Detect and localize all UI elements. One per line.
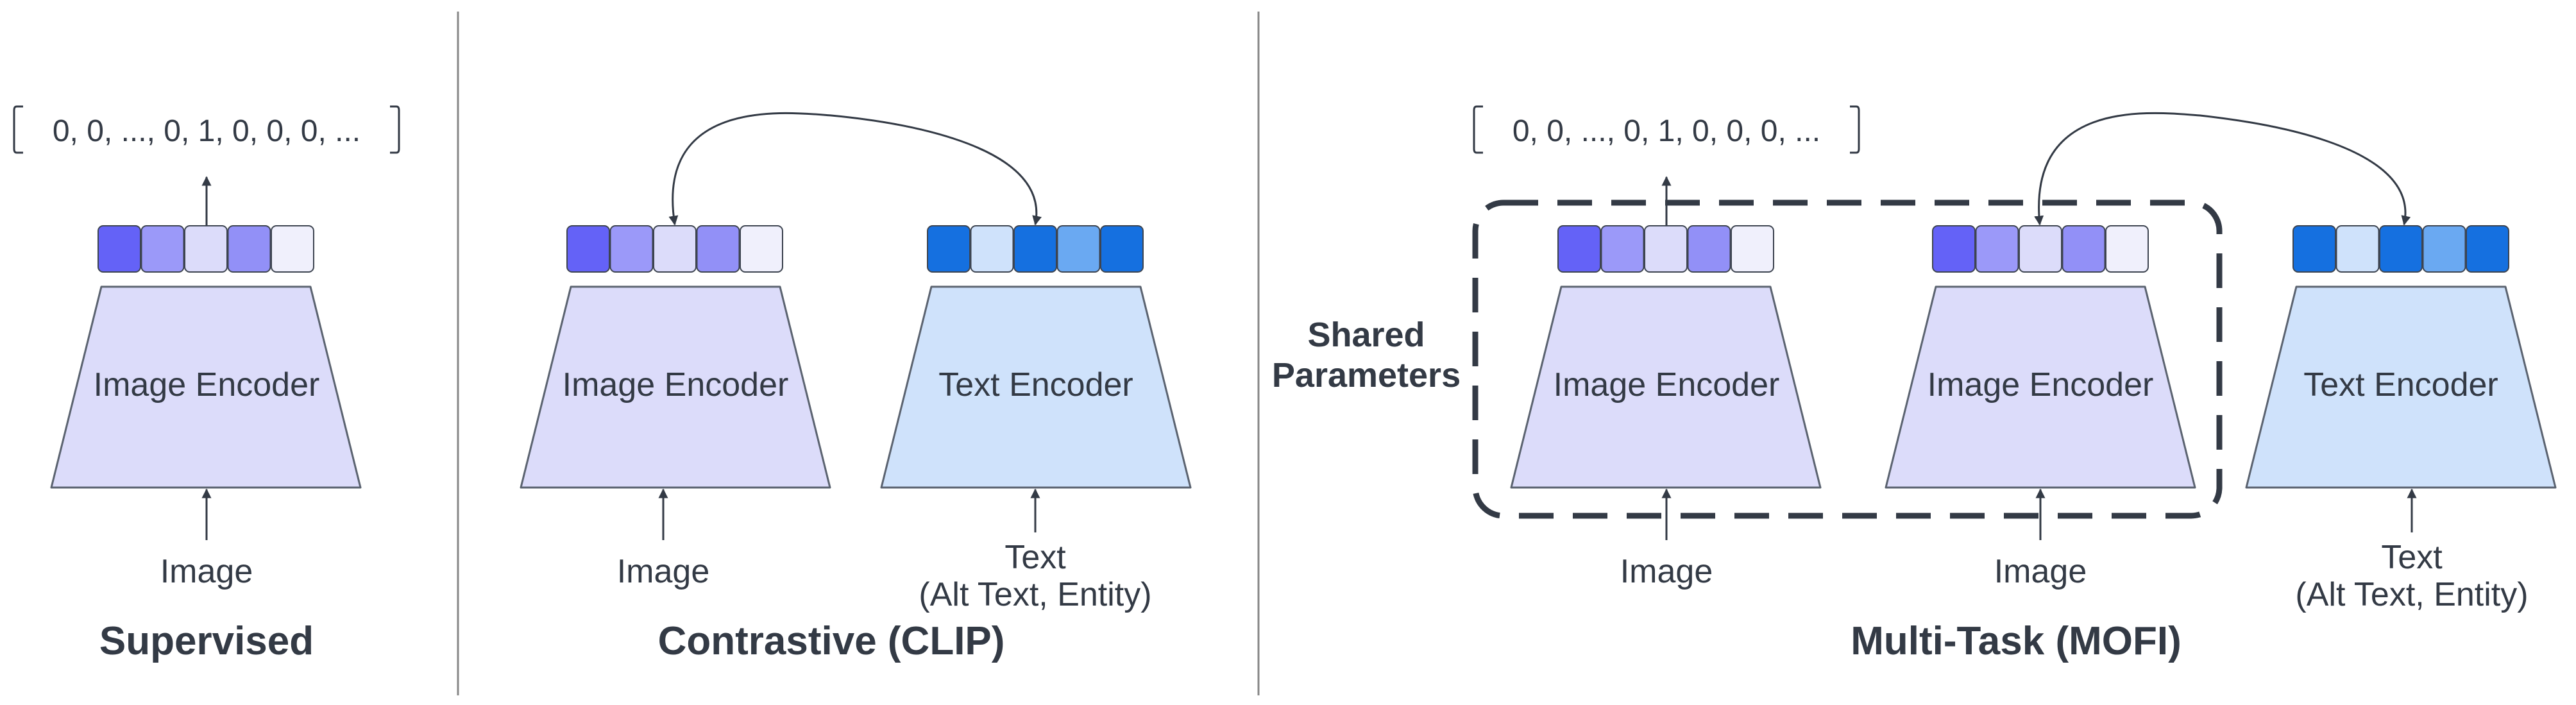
image-input-label: Image [160,553,253,590]
text-input-label: Text [2381,539,2443,576]
text-encoder-shape [2245,285,2557,489]
embedding-cell [227,225,271,273]
embedding-cell [2019,225,2062,273]
embedding-cell [1932,225,1976,273]
embedding-cell [1687,225,1731,273]
embedding-cell [1013,225,1057,273]
bracket-icon [1473,105,1483,154]
embedding-cells [97,225,314,273]
image-encoder-shape [520,285,831,489]
embedding-cell [2105,225,2149,273]
bracket-icon [390,105,400,154]
bracket-icon [1850,105,1860,154]
embedding-cell [1644,225,1688,273]
panel-title-contrastive: Contrastive (CLIP) [658,619,1005,663]
text-embedding-cells [2292,225,2509,273]
embedding-cell [1600,225,1645,273]
panel-title-supervised: Supervised [99,619,314,663]
output-vector-label: 0, 0, ..., 0, 1, 0, 0, 0, ... [53,114,360,148]
curved-double-arrow-icon [2034,112,2411,226]
text-encoder-shape [880,285,1192,489]
embedding-cell [1731,225,1774,273]
embedding-cell [2466,225,2509,273]
image-input-label-a: Image [1620,553,1713,590]
output-vector-bracket: 0, 0, ..., 0, 1, 0, 0, 0, ... [13,105,400,154]
panel-multitask: 0, 0, ..., 0, 1, 0, 0, 0, ... Shared Par… [1272,105,2557,663]
embedding-cell [1056,225,1101,273]
embedding-cell [609,225,654,273]
output-vector-bracket: 0, 0, ..., 0, 1, 0, 0, 0, ... [1473,105,1860,154]
embedding-cell [2422,225,2466,273]
embedding-cell [653,225,697,273]
image-encoder-label: Image Encoder [94,366,320,403]
embedding-cell [97,225,141,273]
text-encoder-label: Text Encoder [2303,366,2498,403]
embedding-cell [184,225,228,273]
embedding-cell [927,225,970,273]
embedding-cell [696,225,740,273]
text-embedding-cells [927,225,1144,273]
panel-supervised: 0, 0, ..., 0, 1, 0, 0, 0, ... Image Enco… [13,105,400,663]
image-encoder-shape-b [1885,285,2196,489]
image-embedding-cells-a [1557,225,1774,273]
embedding-cell [271,225,314,273]
image-encoder-label: Image Encoder [563,366,789,403]
embedding-cell [2379,225,2423,273]
output-vector-label: 0, 0, ..., 0, 1, 0, 0, 0, ... [1513,114,1820,148]
image-input-label: Image [617,553,710,590]
embedding-cell [970,225,1014,273]
image-embedding-cells [566,225,783,273]
text-input-label: Text [1004,539,1066,576]
panel-title-multitask: Multi-Task (MOFI) [1851,619,2181,663]
embedding-cell [740,225,783,273]
panel-contrastive: Image Encoder Text Encoder Image Text (A… [520,112,1192,663]
embedding-cell [2292,225,2336,273]
shared-parameters-box [1472,200,2223,519]
embedding-cell [140,225,185,273]
image-encoder-shape-a [1510,285,1822,489]
text-input-sublabel: (Alt Text, Entity) [2295,576,2528,613]
embedding-cell [1557,225,1601,273]
shared-parameters-label: Shared [1307,316,1425,354]
image-encoder-shape [50,285,362,489]
text-input-sublabel: (Alt Text, Entity) [919,576,1151,613]
bracket-icon [13,105,23,154]
embedding-cell [566,225,610,273]
embedding-cell [1975,225,2019,273]
text-encoder-label: Text Encoder [938,366,1133,403]
image-input-label-b: Image [1994,553,2087,590]
embedding-cell [2335,225,2380,273]
embedding-cell [1100,225,1144,273]
shared-parameters-sublabel: Parameters [1272,356,1461,395]
image-embedding-cells-b [1932,225,2149,273]
image-encoder-label-b: Image Encoder [1928,366,2154,403]
curved-double-arrow-icon [668,112,1042,226]
image-encoder-label-a: Image Encoder [1554,366,1780,403]
embedding-cell [2062,225,2106,273]
